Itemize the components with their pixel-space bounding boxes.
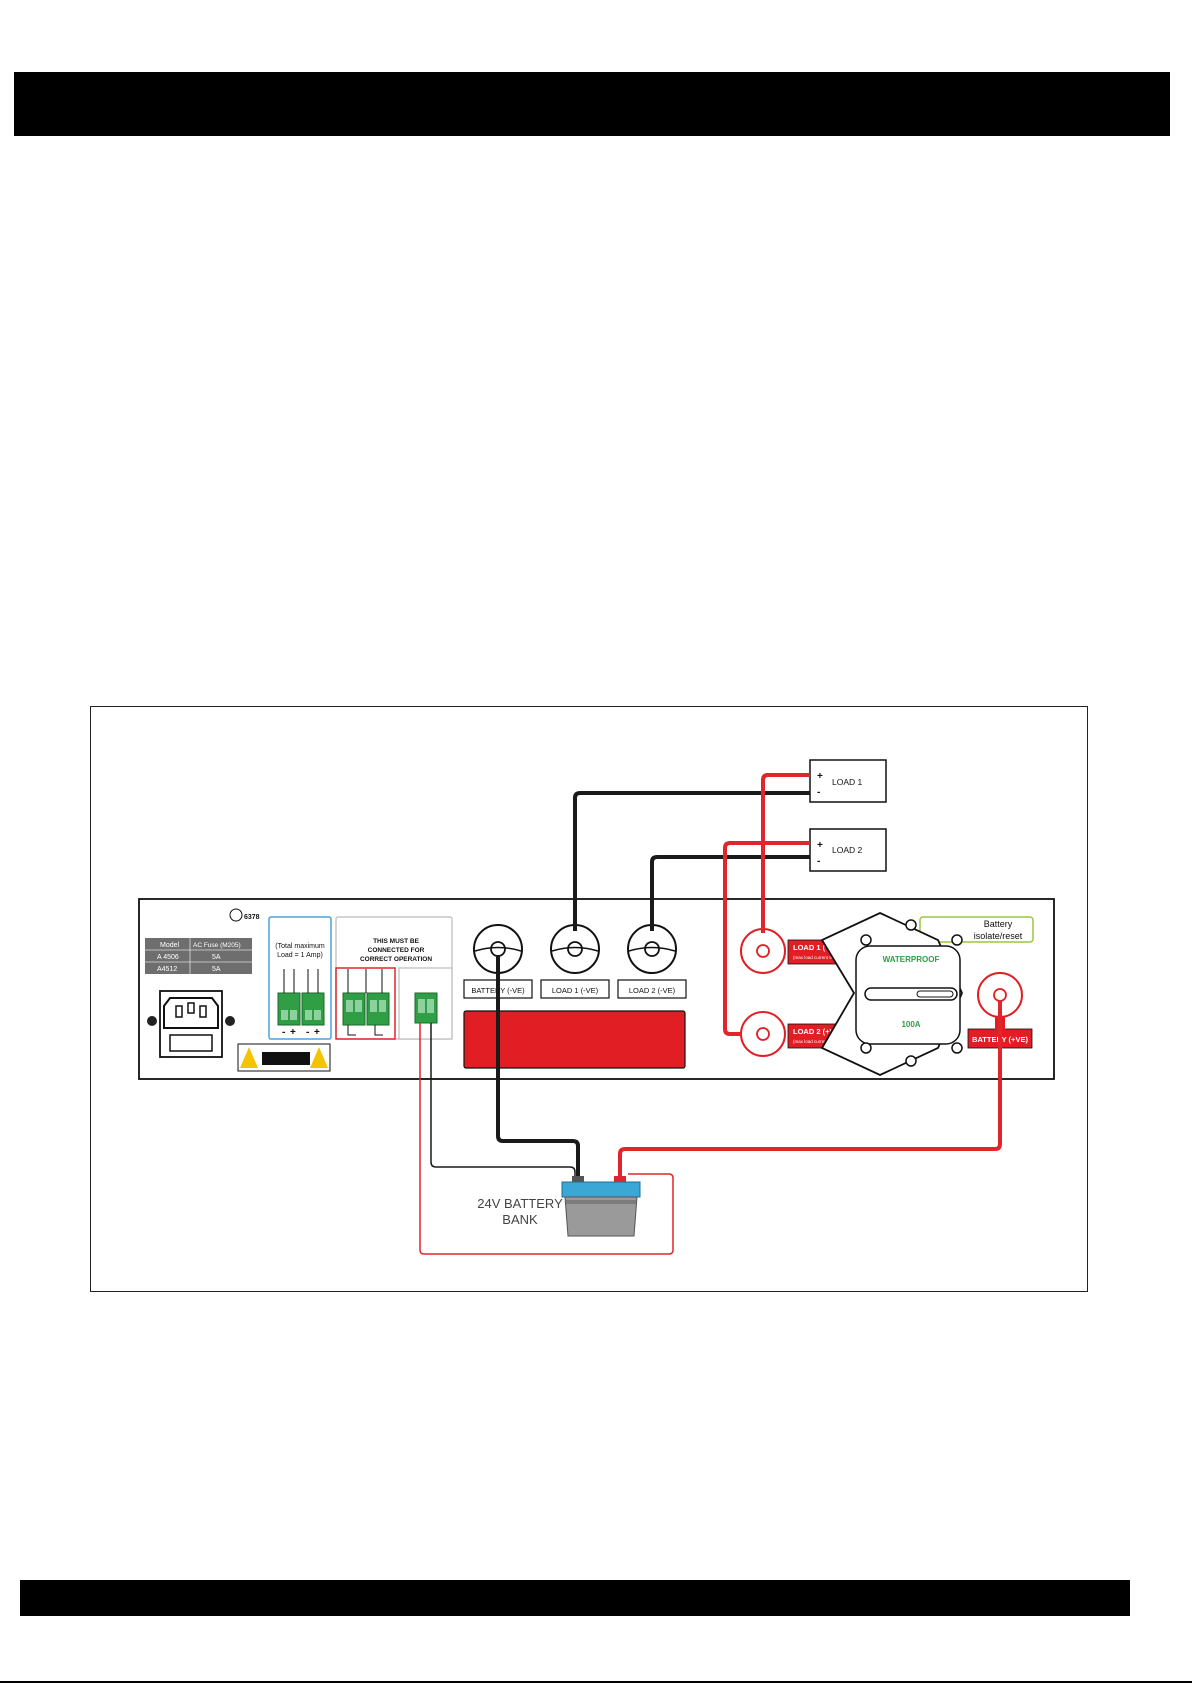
remote-zone-red [335, 967, 396, 1040]
battery-bank: 24V BATTERY BANK [477, 1176, 641, 1237]
terminal-load1-negative: LOAD 1 (-VE) [540, 924, 610, 999]
warning-icon [310, 1047, 328, 1068]
isolate-label-2: isolate/reset [974, 931, 1023, 941]
load1-negative-label: LOAD 1 (-VE) [552, 986, 599, 995]
wire-battery-negative [496, 955, 580, 1180]
aux-output-label-1: (Total maximum [275, 943, 325, 950]
wire-load2-negative [650, 855, 810, 931]
must-connect-line-3: CORRECT OPERATION [360, 956, 432, 963]
load-2-plus: + [817, 840, 823, 851]
battery-bank-label-2: BANK [502, 1212, 538, 1227]
load1-positive-note: (max load current 50A) [793, 955, 839, 960]
load-1-label: LOAD 1 [832, 777, 863, 787]
aux-output-zone: (Total maximum Load = 1 Amp) - + - + [268, 916, 332, 1040]
isolate-label-1: Battery [984, 919, 1013, 929]
iec-power-inlet [147, 990, 235, 1058]
wire-battery-positive [618, 1001, 1002, 1180]
fuse-row2-value: 5A [212, 966, 221, 973]
must-connect-zone: THIS MUST BE CONNECTED FOR CORRECT OPERA… [335, 916, 453, 1040]
cert-mark: 6378 [229, 908, 260, 922]
breaker-waterproof: WATERPROOF [883, 955, 940, 964]
header-bar [14, 72, 1170, 136]
load2-positive-label: LOAD 2 (+VE) [793, 1027, 842, 1036]
page-bottom-rule [0, 1681, 1192, 1683]
must-connect-line-1: THIS MUST BE [373, 938, 420, 945]
red-label-panel [463, 1010, 686, 1069]
wire-load1-negative [573, 791, 810, 931]
wire-sense-positive [419, 1023, 674, 1255]
warning-label [237, 1043, 331, 1072]
load-2-box: + - LOAD 2 [809, 828, 887, 872]
fuse-table: Model AC Fuse (M205) A 4506 5A A4512 5A [145, 938, 252, 974]
wiring-diagram-frame [90, 706, 1088, 1292]
fuse-row2-model: A4512 [157, 966, 177, 973]
wiring [419, 773, 1002, 1255]
aux-polarity-1: - [282, 1027, 285, 1038]
circuit-breaker: Battery isolate/reset WATERPROOF 100A [820, 912, 1034, 1076]
aux-polarity-4: + [314, 1027, 320, 1038]
fuse-header-model: Model [160, 942, 180, 949]
must-connect-line-2: CONNECTED FOR [368, 947, 425, 954]
cert-number: 6378 [244, 914, 260, 921]
load1-positive-label: LOAD 1 (+VE) [793, 943, 842, 952]
aux-polarity-3: - [306, 1027, 309, 1038]
fuse-row1-value: 5A [212, 954, 221, 961]
fuse-header-fuse: AC Fuse (M205) [193, 942, 241, 949]
aux-polarity-2: + [290, 1027, 296, 1038]
load2-negative-label: LOAD 2 (-VE) [629, 986, 676, 995]
warning-icon [240, 1047, 258, 1068]
load-2-label: LOAD 2 [832, 845, 863, 855]
wire-load2-positive [723, 841, 810, 1036]
wire-sense-negative [430, 1023, 576, 1180]
isolate-label-box [919, 916, 1034, 943]
wire-load1-positive [761, 773, 810, 933]
battery-bank-label-1: 24V BATTERY [477, 1196, 563, 1211]
terminal-load2-negative: LOAD 2 (-VE) [617, 924, 687, 999]
positive-terminals: LOAD 1 (+VE) (max load current 50A) LOAD… [740, 928, 849, 1057]
breaker-rating: 100A [901, 1020, 920, 1029]
load-1-minus: - [817, 787, 820, 798]
footer-bar [20, 1580, 1130, 1616]
load2-positive-note: (max load current 50A) [793, 1039, 839, 1044]
aux-output-label-2: Load = 1 Amp) [277, 952, 323, 959]
load-1-box: + - LOAD 1 [809, 759, 887, 803]
load-2-minus: - [817, 856, 820, 867]
fuse-row1-model: A 4506 [157, 954, 179, 961]
load-1-plus: + [817, 771, 823, 782]
